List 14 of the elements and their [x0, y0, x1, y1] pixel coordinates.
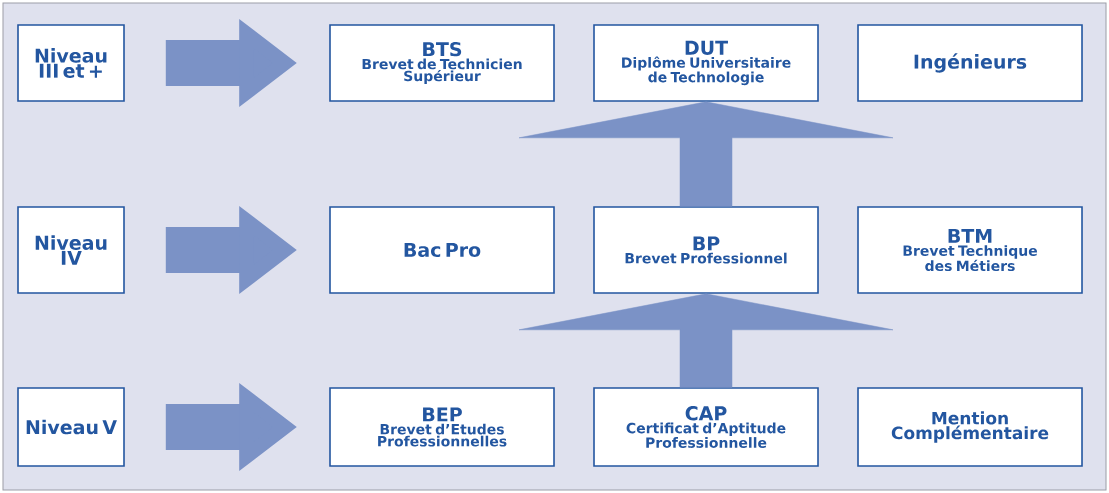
level-box: Niveau V — [17, 387, 125, 467]
block-arrow — [518, 293, 894, 388]
level-box: Niveau IV — [17, 206, 125, 294]
diploma-box: BEP Brevet d’Etudes Professionnelles — [329, 387, 555, 467]
diploma-box: CAP Certificat d’Aptitude Professionnelle — [593, 387, 819, 467]
diploma-box: Ingénieurs — [857, 24, 1083, 102]
block-arrow — [518, 101, 894, 207]
diploma-box: BP Brevet Professionnel — [593, 206, 819, 294]
diploma-box: BTM Brevet Technique des Métiers — [857, 206, 1083, 294]
diploma-box: DUT Diplôme Universitaire de Technologie — [593, 24, 819, 102]
diploma-box: BTS Brevet de Technicien Supérieur — [329, 24, 555, 102]
diploma-box: Bac Pro — [329, 206, 555, 294]
level-box: Niveau III et + — [17, 24, 125, 102]
diploma-box: Mention Complémentaire — [857, 387, 1083, 467]
